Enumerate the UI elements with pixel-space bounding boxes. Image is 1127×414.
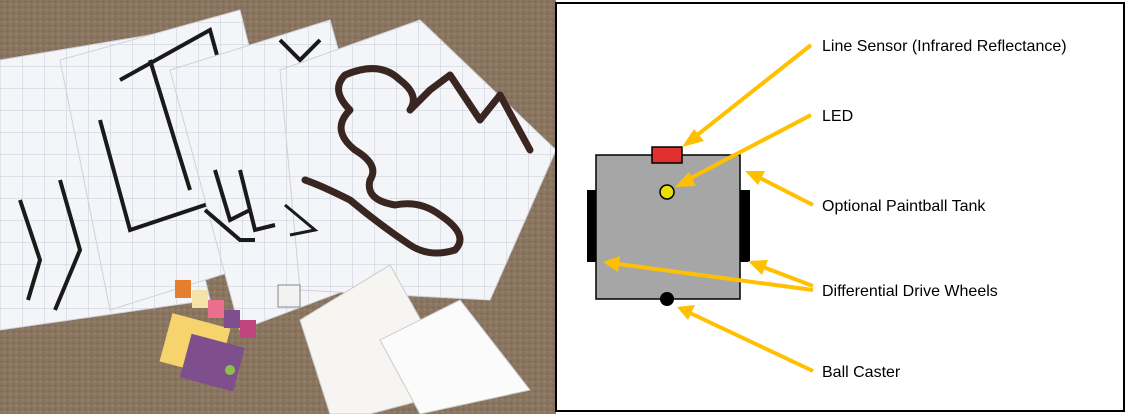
right-wheel — [740, 190, 750, 262]
line-sensor — [652, 147, 682, 163]
label-ball-caster: Ball Caster — [822, 364, 901, 381]
label-line-sensor: Line Sensor (Infrared Reflectance) — [822, 38, 1067, 55]
led-indicator — [660, 185, 674, 199]
photo-mats-on-carpet — [0, 0, 556, 414]
die — [278, 285, 300, 307]
label-paintball-tank: Optional Paintball Tank — [822, 198, 986, 215]
label-led: LED — [822, 108, 853, 125]
robot-diagram: Line Sensor (Infrared Reflectance) LED O… — [555, 2, 1125, 412]
label-drive-wheels: Differential Drive Wheels — [822, 283, 998, 300]
ball-caster — [660, 292, 674, 306]
